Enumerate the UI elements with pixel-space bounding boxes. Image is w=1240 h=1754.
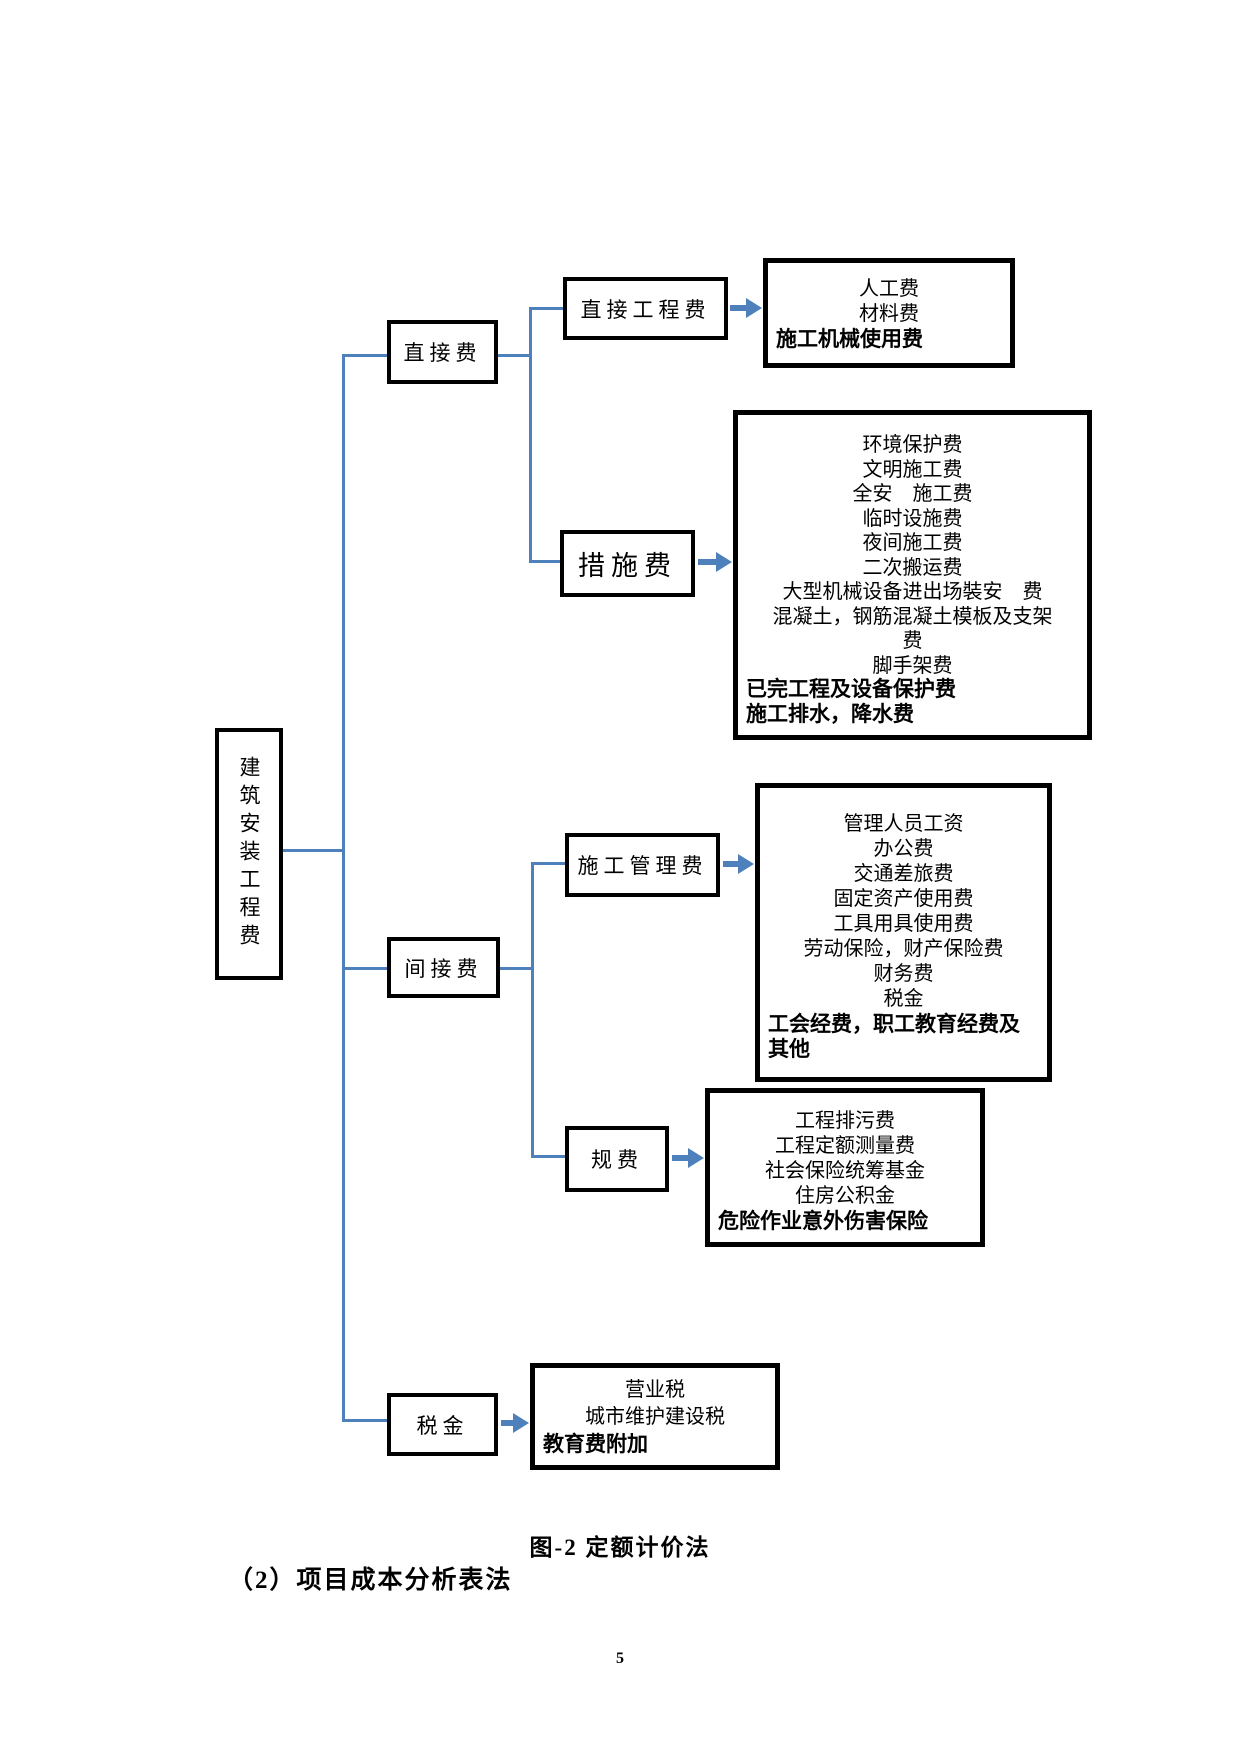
branch2-top-line (534, 862, 565, 865)
arrow-direct-engineering-shaft (730, 305, 746, 311)
branch1-top-line (532, 307, 563, 310)
arrow-management-shaft (723, 861, 738, 867)
detail-line: 环境保护费 (862, 434, 963, 456)
detail-line: 工具用具使用费 (833, 913, 974, 935)
detail-line: 城市维护建设税 (585, 1406, 725, 1428)
detail-line: 费 (902, 630, 923, 652)
detail-line: 临时设施费 (862, 507, 963, 530)
node-statutory-fees: 规费 (565, 1126, 669, 1192)
detail-line: 其他 (768, 1038, 810, 1061)
detail-box-tax: 营业税城市维护建设税教育费附加 (530, 1363, 780, 1470)
zhijiefei-to-branch1-line (498, 354, 529, 357)
detail-box-measures: 环境保护费文明施工费全安 施工费临时设施费夜间施工费二次搬运费大型机械设备进出场… (733, 410, 1092, 740)
detail-line: 施工机械使用费 (776, 328, 923, 351)
node-indirect-cost: 间接费 (387, 937, 500, 998)
arrow-tax-head (513, 1413, 529, 1433)
detail-line: 社会保险统筹基金 (765, 1160, 925, 1182)
detail-line: 工程排污费 (795, 1110, 895, 1132)
section-subtitle: （2）项目成本分析表法 (228, 1567, 513, 1594)
detail-line: 财务费 (873, 963, 934, 985)
trunk-to-shuijin-line (345, 1419, 387, 1422)
detail-line: 混凝土，钢筋混凝土模板及支架 (772, 605, 1053, 628)
node-direct-engineering-cost: 直接工程费 (563, 277, 728, 340)
node-measures-cost: 措施费 (560, 530, 695, 597)
detail-line: 工程定额测量费 (775, 1135, 915, 1157)
detail-line: 交通差旅费 (853, 863, 954, 885)
arrow-measures-shaft (698, 559, 716, 565)
detail-line: 教育费附加 (543, 1433, 648, 1456)
page-number: 5 (616, 1650, 624, 1667)
detail-box-fees: 工程排污费工程定额测量费社会保险统筹基金住房公积金危险作业意外伤害保险 (705, 1088, 985, 1247)
arrow-fees-shaft (672, 1155, 688, 1161)
detail-box-management: 管理人员工资办公费交通差旅费固定资产使用费工具用具使用费劳动保险，财产保险费财务… (755, 783, 1052, 1082)
node-construction-management-cost: 施工管理费 (565, 833, 720, 897)
node-root-construction-install-cost: 建筑安装工程费 (215, 728, 283, 980)
detail-box-direct-engineering: 人工费材料费施工机械使用费 (763, 258, 1015, 368)
arrow-measures-head (716, 552, 732, 572)
detail-line: 固定资产使用费 (833, 888, 974, 910)
detail-line: 大型机械设备进出场裝安 费 (782, 581, 1043, 603)
node-direct-cost: 直接费 (387, 320, 498, 384)
jianjiefei-to-branch2-line (500, 967, 531, 970)
detail-line: 工会经费，职工教育经费及 (768, 1013, 1020, 1036)
node-tax: 税金 (387, 1393, 498, 1456)
detail-line: 住房公积金 (795, 1185, 895, 1207)
trunk-vertical-line (342, 354, 345, 1422)
detail-line: 夜间施工费 (862, 532, 963, 554)
branch2-vertical-line (531, 862, 534, 1158)
trunk-to-zhijiefei-line (345, 354, 387, 357)
branch1-vertical-line (529, 307, 532, 563)
arrow-management-head (738, 854, 754, 874)
detail-line: 已完工程及设备保护费 (746, 678, 956, 701)
arrow-direct-engineering-head (746, 298, 762, 318)
detail-line: 二次搬运费 (862, 556, 963, 579)
branch1-to-cuoshifei-line (532, 560, 560, 563)
detail-line: 劳动保险，财产保险费 (803, 938, 1004, 960)
detail-line: 文明施工费 (862, 458, 963, 481)
root-connector-line (283, 849, 342, 852)
branch2-to-guifei-line (534, 1155, 565, 1158)
detail-line: 税金 (883, 988, 924, 1010)
detail-line: 办公费 (873, 838, 934, 860)
detail-line: 全安 施工费 (852, 483, 973, 505)
detail-line: 人工费 (859, 278, 919, 300)
detail-line: 材料费 (859, 303, 919, 325)
figure-caption: 图-2 定额计价法 (529, 1535, 711, 1560)
arrow-tax-shaft (501, 1420, 513, 1426)
detail-line: 施工排水，降水费 (746, 702, 914, 726)
detail-line: 营业税 (625, 1379, 685, 1401)
node-root-label: 建筑安装工程费 (237, 756, 261, 952)
detail-line: 管理人员工资 (843, 813, 964, 835)
arrow-fees-head (688, 1148, 704, 1168)
trunk-to-jianjiefei-line (345, 967, 387, 970)
detail-line: 脚手架费 (872, 654, 953, 677)
detail-line: 危险作业意外伤害保险 (718, 1210, 928, 1233)
